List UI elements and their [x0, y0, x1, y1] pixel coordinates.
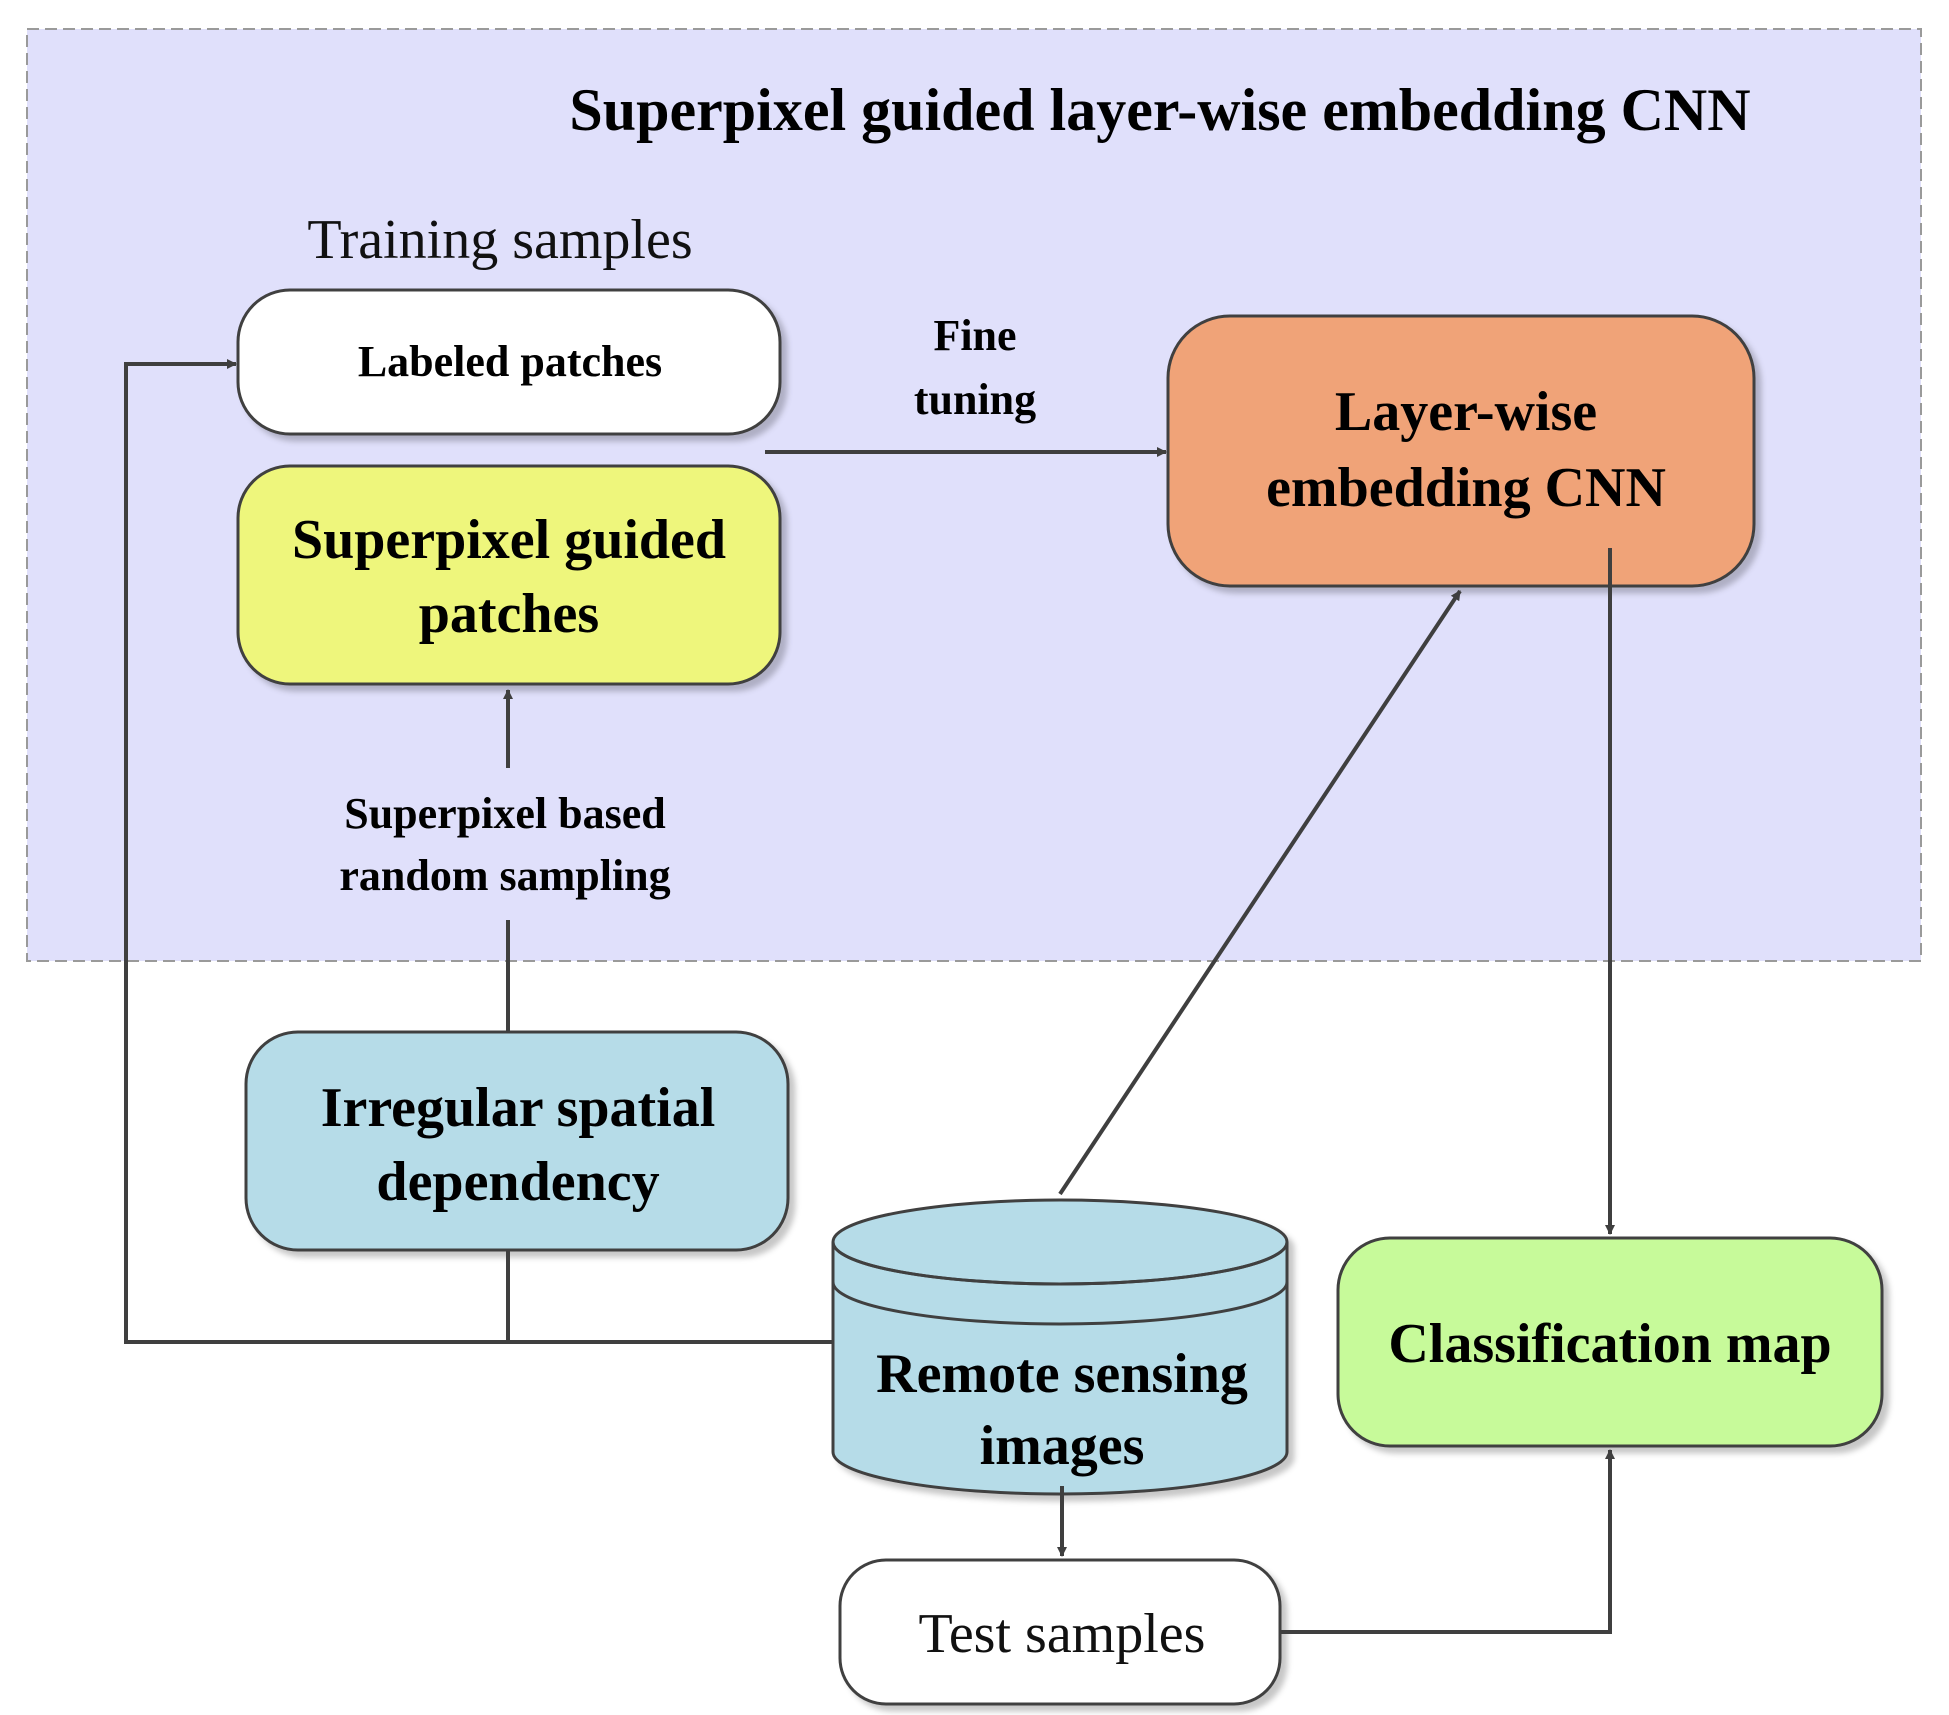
fine-tuning-line1: Fine: [933, 311, 1016, 360]
irregular-dependency-line2: dependency: [376, 1151, 659, 1213]
sampling-line1: Superpixel based: [344, 789, 666, 838]
remote-sensing-database: [831, 1198, 1289, 1496]
superpixel-patches-line2: patches: [419, 583, 599, 645]
labeled-feedback-arrow: [124, 359, 833, 1344]
labeled-patches-label: Labeled patches: [358, 337, 662, 386]
sampling-line2: random sampling: [339, 851, 670, 900]
remote-sensing-line1: Remote sensing: [876, 1343, 1248, 1405]
region-title: Superpixel guided layer-wise embedding C…: [569, 77, 1750, 143]
fine-tuning-line2: tuning: [914, 375, 1036, 424]
database-to-cnn-arrow: [1058, 589, 1462, 1196]
layerwise-cnn-box: [1166, 314, 1756, 588]
classification-map-box: [1336, 1236, 1884, 1448]
test-samples-label: Test samples: [919, 1603, 1206, 1665]
irregular-dependency-line1: Irregular spatial: [321, 1077, 716, 1139]
classification-map-label: Classification map: [1388, 1313, 1831, 1375]
layerwise-cnn-line1: Layer-wise: [1335, 381, 1597, 443]
layerwise-cnn-line2: embedding CNN: [1266, 457, 1666, 519]
test-to-map-arrow: [1280, 1449, 1615, 1634]
labeled-patches-box: [236, 288, 782, 436]
superpixel-patches-line1: Superpixel guided: [292, 509, 726, 571]
training-samples-label: Training samples: [307, 209, 692, 271]
remote-sensing-line2: images: [980, 1415, 1145, 1477]
superpixel-patches-box: [236, 464, 782, 686]
irregular-dependency-box: [244, 1030, 790, 1252]
